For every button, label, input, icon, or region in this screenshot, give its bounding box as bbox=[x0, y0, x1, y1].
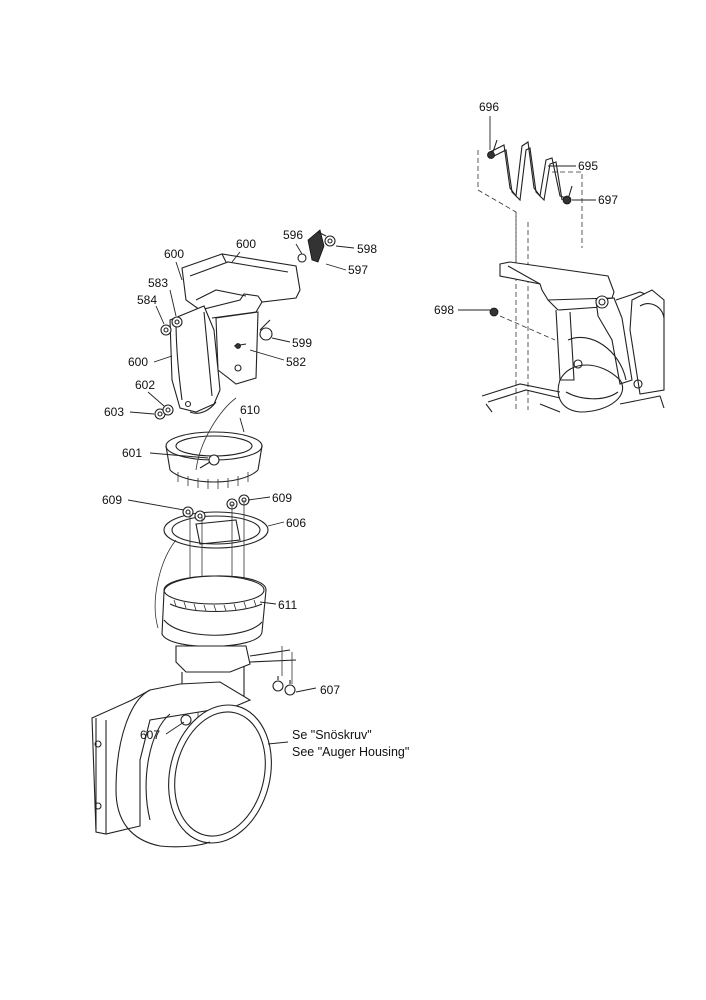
label-607-left: 607 bbox=[140, 728, 160, 742]
leader-reference bbox=[267, 741, 289, 745]
leader-611 bbox=[259, 601, 277, 605]
leader-583 bbox=[169, 289, 177, 317]
label-610: 610 bbox=[240, 403, 260, 417]
label-697: 697 bbox=[598, 193, 618, 207]
reference-swedish: Se "Snöskruv" bbox=[292, 728, 372, 742]
label-695: 695 bbox=[578, 159, 598, 173]
main-exploded-view bbox=[91, 229, 336, 848]
label-602: 602 bbox=[135, 378, 155, 392]
leader-601 bbox=[149, 452, 209, 459]
leader-609a bbox=[127, 499, 185, 511]
label-606: 606 bbox=[286, 516, 306, 530]
label-696: 696 bbox=[479, 100, 499, 114]
label-600-lower: 600 bbox=[128, 355, 148, 369]
leader-602 bbox=[147, 391, 165, 407]
label-600-left: 600 bbox=[164, 247, 184, 261]
leader-598 bbox=[335, 245, 355, 249]
label-600-top: 600 bbox=[236, 237, 256, 251]
label-609-right: 609 bbox=[272, 491, 292, 505]
leader-584 bbox=[155, 305, 165, 325]
label-582: 582 bbox=[286, 355, 306, 369]
knob-696 bbox=[487, 151, 495, 159]
label-601: 601 bbox=[122, 446, 142, 460]
label-698: 698 bbox=[434, 303, 454, 317]
label-603: 603 bbox=[104, 405, 124, 419]
leader-607b bbox=[165, 721, 185, 735]
label-596: 596 bbox=[283, 228, 303, 242]
spring-695 bbox=[489, 141, 567, 199]
label-598: 598 bbox=[357, 242, 377, 256]
leader-582 bbox=[249, 349, 285, 361]
leader-609b bbox=[247, 496, 271, 501]
label-599: 599 bbox=[292, 336, 312, 350]
label-607-right: 607 bbox=[320, 683, 340, 697]
label-609-left: 609 bbox=[102, 493, 122, 507]
leader-600a bbox=[175, 261, 183, 281]
knob-697 bbox=[562, 195, 572, 205]
inset-detail bbox=[477, 139, 665, 413]
leader-596 bbox=[295, 243, 303, 255]
reference-english: See "Auger Housing" bbox=[292, 745, 409, 759]
leader-600b bbox=[231, 251, 241, 263]
leader-603 bbox=[129, 411, 155, 415]
label-583: 583 bbox=[148, 276, 168, 290]
nut-698 bbox=[489, 307, 499, 317]
leader-607a bbox=[295, 687, 317, 693]
leader-610 bbox=[239, 417, 245, 433]
label-611: 611 bbox=[278, 598, 297, 612]
leader-599 bbox=[271, 337, 291, 343]
leader-597 bbox=[325, 263, 347, 271]
label-597: 597 bbox=[348, 263, 368, 277]
label-584: 584 bbox=[137, 293, 157, 307]
leader-606 bbox=[267, 521, 285, 527]
leader-600c bbox=[153, 355, 173, 363]
